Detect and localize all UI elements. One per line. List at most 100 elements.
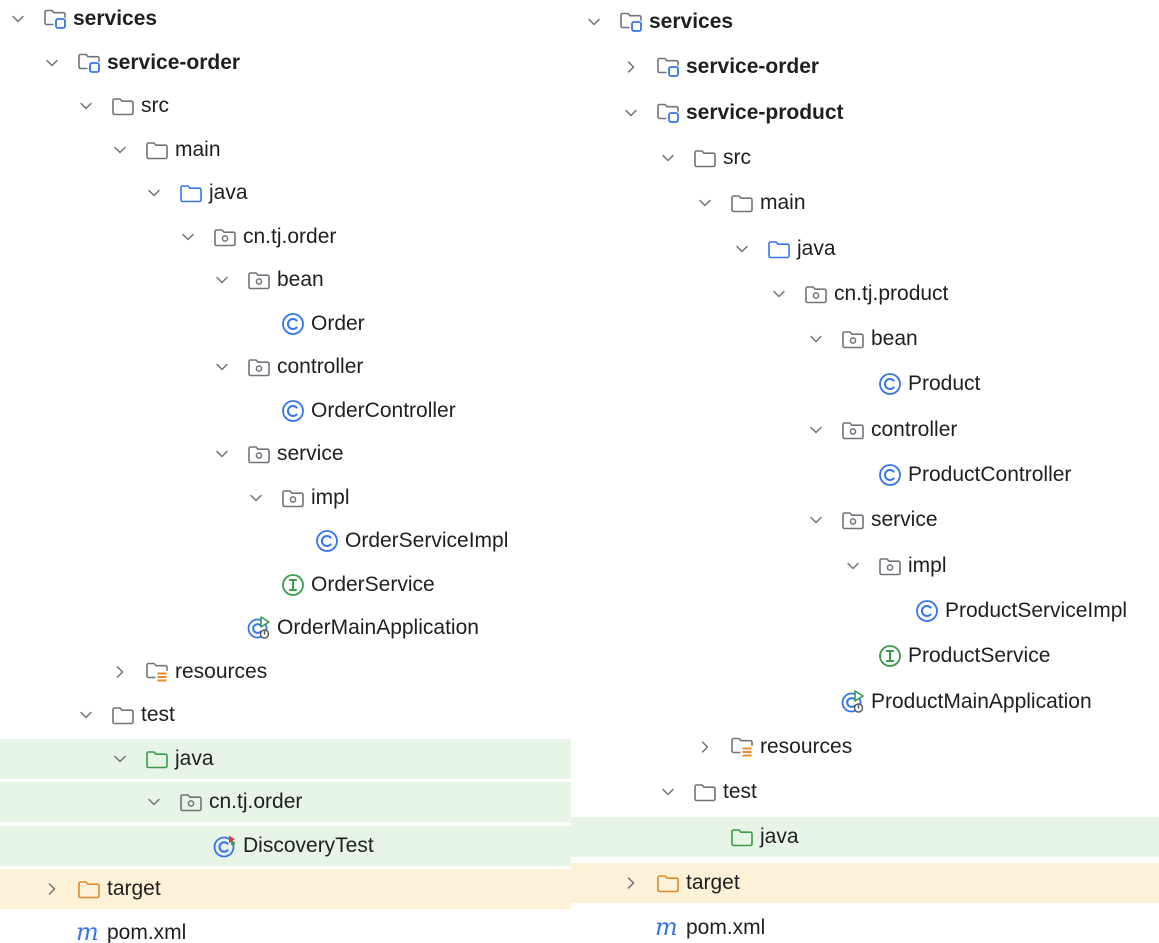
tree-node-label: OrderServiceImpl	[345, 529, 509, 552]
chevron-down-icon[interactable]	[76, 705, 96, 725]
chevron-down-icon[interactable]	[110, 749, 130, 769]
chevron-right-icon[interactable]	[621, 873, 641, 893]
tree-node-target[interactable]: target	[571, 862, 1159, 903]
tree-node-discoverytest[interactable]: DiscoveryTest	[0, 825, 571, 866]
test-class-icon	[212, 833, 238, 859]
tree-node-ordermainapplication[interactable]: OrderMainApplication	[0, 608, 571, 648]
tree-node-service-product[interactable]: service-product	[571, 93, 1159, 133]
tree-node-label: java	[209, 181, 248, 204]
chevron-down-icon[interactable]	[658, 148, 678, 168]
chevron-right-icon[interactable]	[110, 662, 130, 682]
chevron-right-icon[interactable]	[621, 57, 641, 77]
tree-node-productserviceimpl[interactable]: ProductServiceImpl	[571, 591, 1159, 631]
tree-node-label: service-order	[107, 50, 241, 74]
tree-node-label: resources	[760, 734, 853, 758]
folder-icon	[729, 190, 755, 216]
package-icon	[840, 507, 866, 533]
maven-icon: m	[76, 920, 102, 943]
tree-node-label: ProductMainApplication	[871, 689, 1092, 713]
tree-node-service-order[interactable]: service-order	[0, 43, 571, 83]
tree-node-src[interactable]: src	[571, 138, 1159, 178]
chevron-down-icon[interactable]	[212, 444, 232, 464]
tree-node-label: bean	[277, 268, 324, 291]
chevron-down-icon[interactable]	[658, 782, 678, 802]
chevron-down-icon[interactable]	[695, 193, 715, 213]
chevron-down-icon[interactable]	[144, 792, 164, 812]
resources-folder-icon	[729, 734, 755, 760]
tree-node-service[interactable]: service	[571, 500, 1159, 540]
tree-node-productmainapplication[interactable]: ProductMainApplication	[571, 682, 1159, 722]
chevron-down-icon[interactable]	[8, 9, 28, 29]
tree-node-java[interactable]: java	[571, 817, 1159, 858]
tree-node-services[interactable]: services	[571, 2, 1159, 42]
tree-node-label: ProductController	[908, 463, 1072, 486]
tree-node-productcontroller[interactable]: ProductController	[571, 455, 1159, 495]
tree-node-label: OrderMainApplication	[277, 616, 479, 639]
tree-node-cn-tj-order[interactable]: cn.tj.order	[0, 217, 571, 257]
tree-node-controller[interactable]: controller	[0, 347, 571, 387]
chevron-down-icon[interactable]	[246, 488, 266, 508]
chevron-down-icon[interactable]	[110, 140, 130, 160]
tree-node-orderserviceimpl[interactable]: OrderServiceImpl	[0, 521, 571, 561]
tree-node-ordercontroller[interactable]: OrderController	[0, 391, 571, 431]
tree-node-order[interactable]: Order	[0, 304, 571, 344]
chevron-down-icon[interactable]	[621, 103, 641, 123]
tree-node-label: services	[649, 10, 734, 33]
tree-node-label: controller	[871, 417, 958, 441]
tree-node-test[interactable]: test	[571, 772, 1159, 812]
tree-node-java[interactable]: java	[0, 173, 571, 213]
tree-node-impl[interactable]: impl	[571, 546, 1159, 586]
tree-node-controller[interactable]: controller	[571, 410, 1159, 450]
tree-node-product[interactable]: Product	[571, 364, 1159, 404]
chevron-down-icon[interactable]	[144, 183, 164, 203]
tree-node-target[interactable]: target	[0, 869, 571, 909]
tree-node-bean[interactable]: bean	[571, 319, 1159, 359]
chevron-down-icon[interactable]	[769, 284, 789, 304]
chevron-down-icon[interactable]	[806, 510, 826, 530]
package-icon	[877, 553, 903, 579]
chevron-down-icon[interactable]	[732, 239, 752, 259]
folder-icon	[110, 93, 136, 119]
chevron-right-icon[interactable]	[42, 879, 62, 899]
tree-node-orderservice[interactable]: OrderService	[0, 565, 571, 605]
interface-icon	[280, 572, 306, 598]
tree-node-resources[interactable]: resources	[0, 652, 571, 692]
class-icon	[877, 371, 903, 397]
chevron-down-icon[interactable]	[76, 96, 96, 116]
tree-node-main[interactable]: main	[0, 130, 571, 170]
chevron-down-icon[interactable]	[806, 420, 826, 440]
tree-node-label: service	[277, 442, 344, 465]
svg-text:m: m	[76, 921, 99, 943]
resources-folder-icon	[144, 659, 170, 685]
tree-node-impl[interactable]: impl	[0, 478, 571, 518]
chevron-down-icon[interactable]	[212, 270, 232, 290]
tree-node-main[interactable]: main	[571, 183, 1159, 223]
tree-node-service[interactable]: service	[0, 434, 571, 474]
tree-node-label: main	[760, 191, 806, 215]
chevron-down-icon[interactable]	[584, 12, 604, 32]
chevron-down-icon[interactable]	[42, 53, 62, 73]
tree-node-bean[interactable]: bean	[0, 260, 571, 300]
excluded-folder-icon	[655, 870, 681, 896]
package-icon	[246, 354, 272, 380]
tree-node-cn-tj-order[interactable]: cn.tj.order	[0, 782, 571, 822]
chevron-right-icon[interactable]	[695, 737, 715, 757]
tree-node-services[interactable]: services	[0, 0, 571, 39]
tree-node-label: OrderService	[311, 572, 435, 596]
tree-node-java[interactable]: java	[571, 229, 1159, 269]
tree-node-test[interactable]: test	[0, 695, 571, 735]
source-folder-icon	[766, 236, 792, 262]
tree-node-service-order[interactable]: service-order	[571, 47, 1159, 87]
chevron-down-icon[interactable]	[806, 329, 826, 349]
chevron-down-icon[interactable]	[843, 556, 863, 576]
chevron-down-icon[interactable]	[212, 357, 232, 377]
chevron-down-icon[interactable]	[178, 227, 198, 247]
project-tree-right: services service-order service-product src m…	[571, 0, 1159, 943]
tree-node-src[interactable]: src	[0, 86, 571, 126]
tree-node-java[interactable]: java	[0, 738, 571, 779]
tree-node-resources[interactable]: resources	[571, 727, 1159, 767]
tree-node-cn-tj-product[interactable]: cn.tj.product	[571, 274, 1159, 314]
tree-node-productservice[interactable]: ProductService	[571, 636, 1159, 676]
